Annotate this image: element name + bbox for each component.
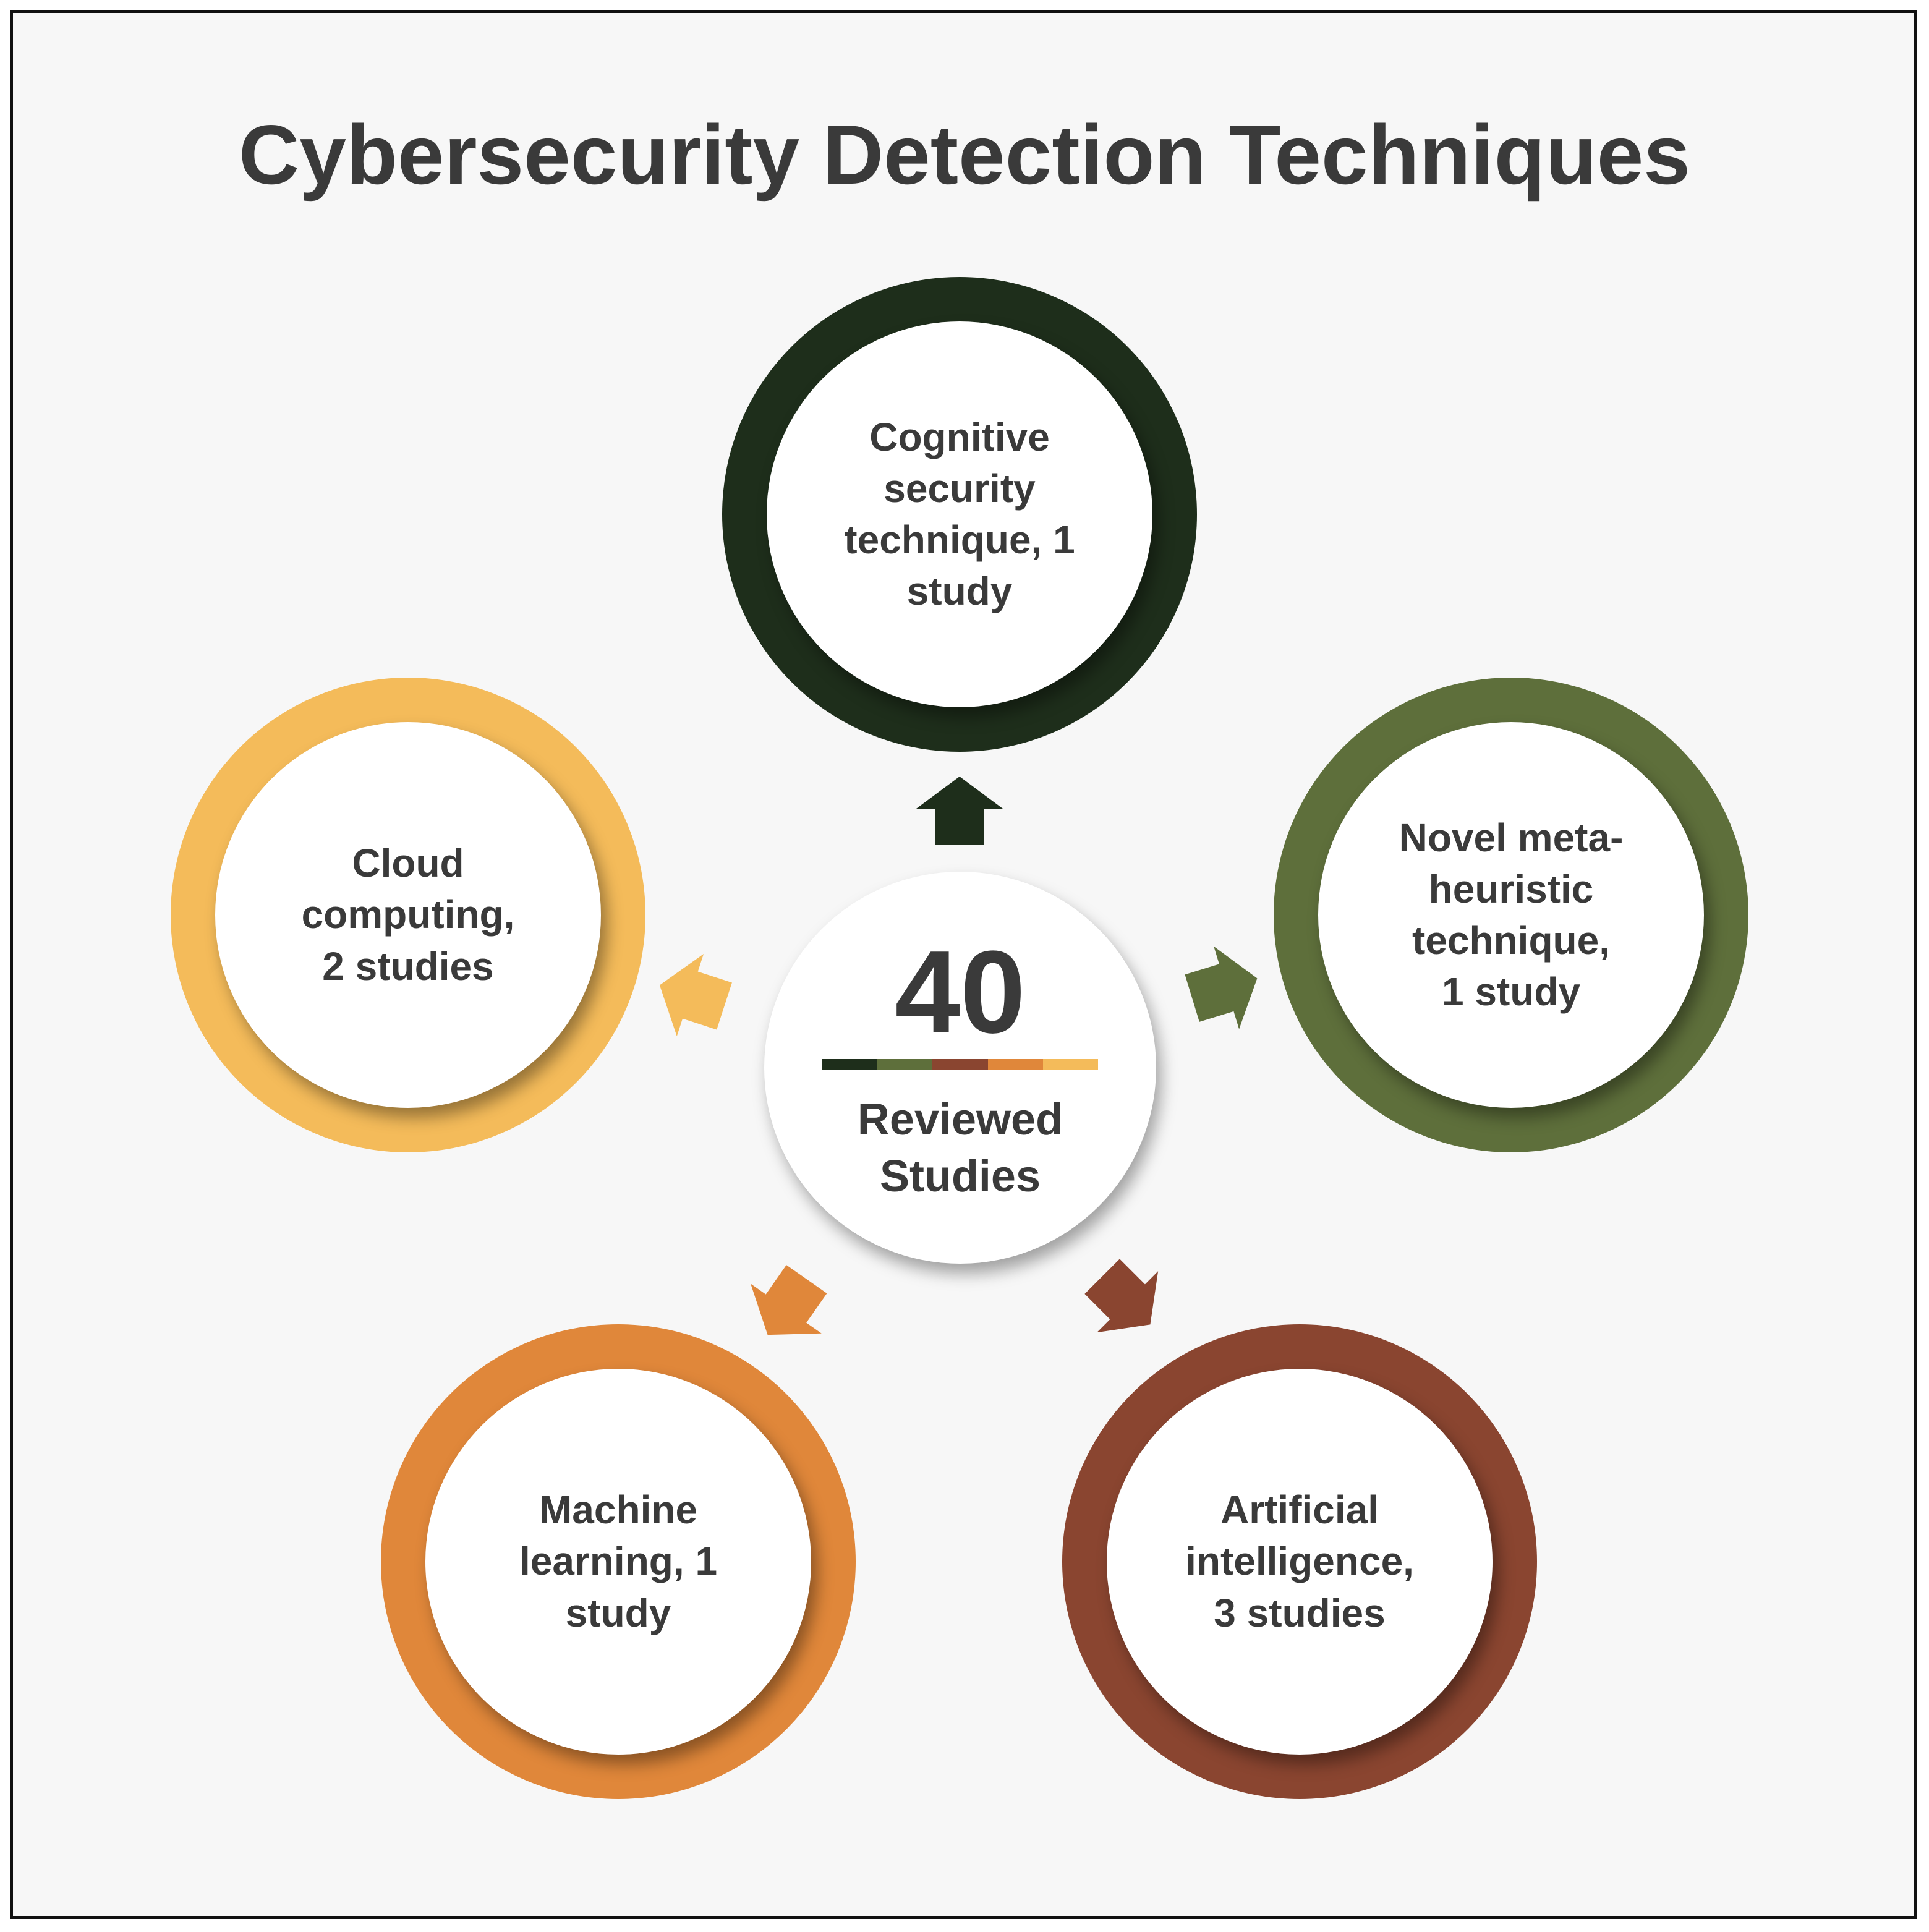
color-bar-segment: [1042, 1059, 1099, 1070]
node-metaheuristic-label: Novel meta- heuristic technique, 1 study: [1399, 815, 1624, 1015]
node-ai-ring: Artificial intelligence, 3 studies: [1062, 1324, 1537, 1799]
color-bar-segment: [877, 1059, 933, 1070]
center-hub: 40 Reviewed Studies: [764, 872, 1156, 1264]
node-cognitive-label: Cognitive security technique, 1 study: [844, 414, 1075, 614]
node-ml-label: Machine learning, 1 study: [519, 1487, 718, 1635]
node-ml-circle: Machine learning, 1 study: [425, 1369, 811, 1755]
node-cloud-label: Cloud computing, 2 studies: [301, 841, 515, 989]
node-cloud-circle: Cloud computing, 2 studies: [215, 722, 601, 1108]
color-bar-segment: [932, 1059, 988, 1070]
node-cognitive-circle: Cognitive security technique, 1 study: [767, 321, 1152, 707]
color-bar-segment: [822, 1059, 878, 1070]
node-ai-circle: Artificial intelligence, 3 studies: [1107, 1369, 1493, 1755]
diagram-title: Cybersecurity Detection Techniques: [239, 108, 1690, 202]
center-number: 40: [895, 927, 1026, 1058]
node-metaheuristic-ring: Novel meta- heuristic technique, 1 study: [1274, 678, 1748, 1152]
node-metaheuristic-circle: Novel meta- heuristic technique, 1 study: [1318, 722, 1704, 1108]
center-color-bar: [822, 1059, 1099, 1070]
center-label: Reviewed Studies: [857, 1095, 1063, 1201]
node-cloud-ring: Cloud computing, 2 studies: [171, 678, 645, 1152]
node-ai-label: Artificial intelligence, 3 studies: [1185, 1487, 1414, 1635]
node-ml-ring: Machine learning, 1 study: [381, 1324, 856, 1799]
color-bar-segment: [987, 1059, 1043, 1070]
node-cognitive-ring: Cognitive security technique, 1 study: [722, 277, 1197, 752]
